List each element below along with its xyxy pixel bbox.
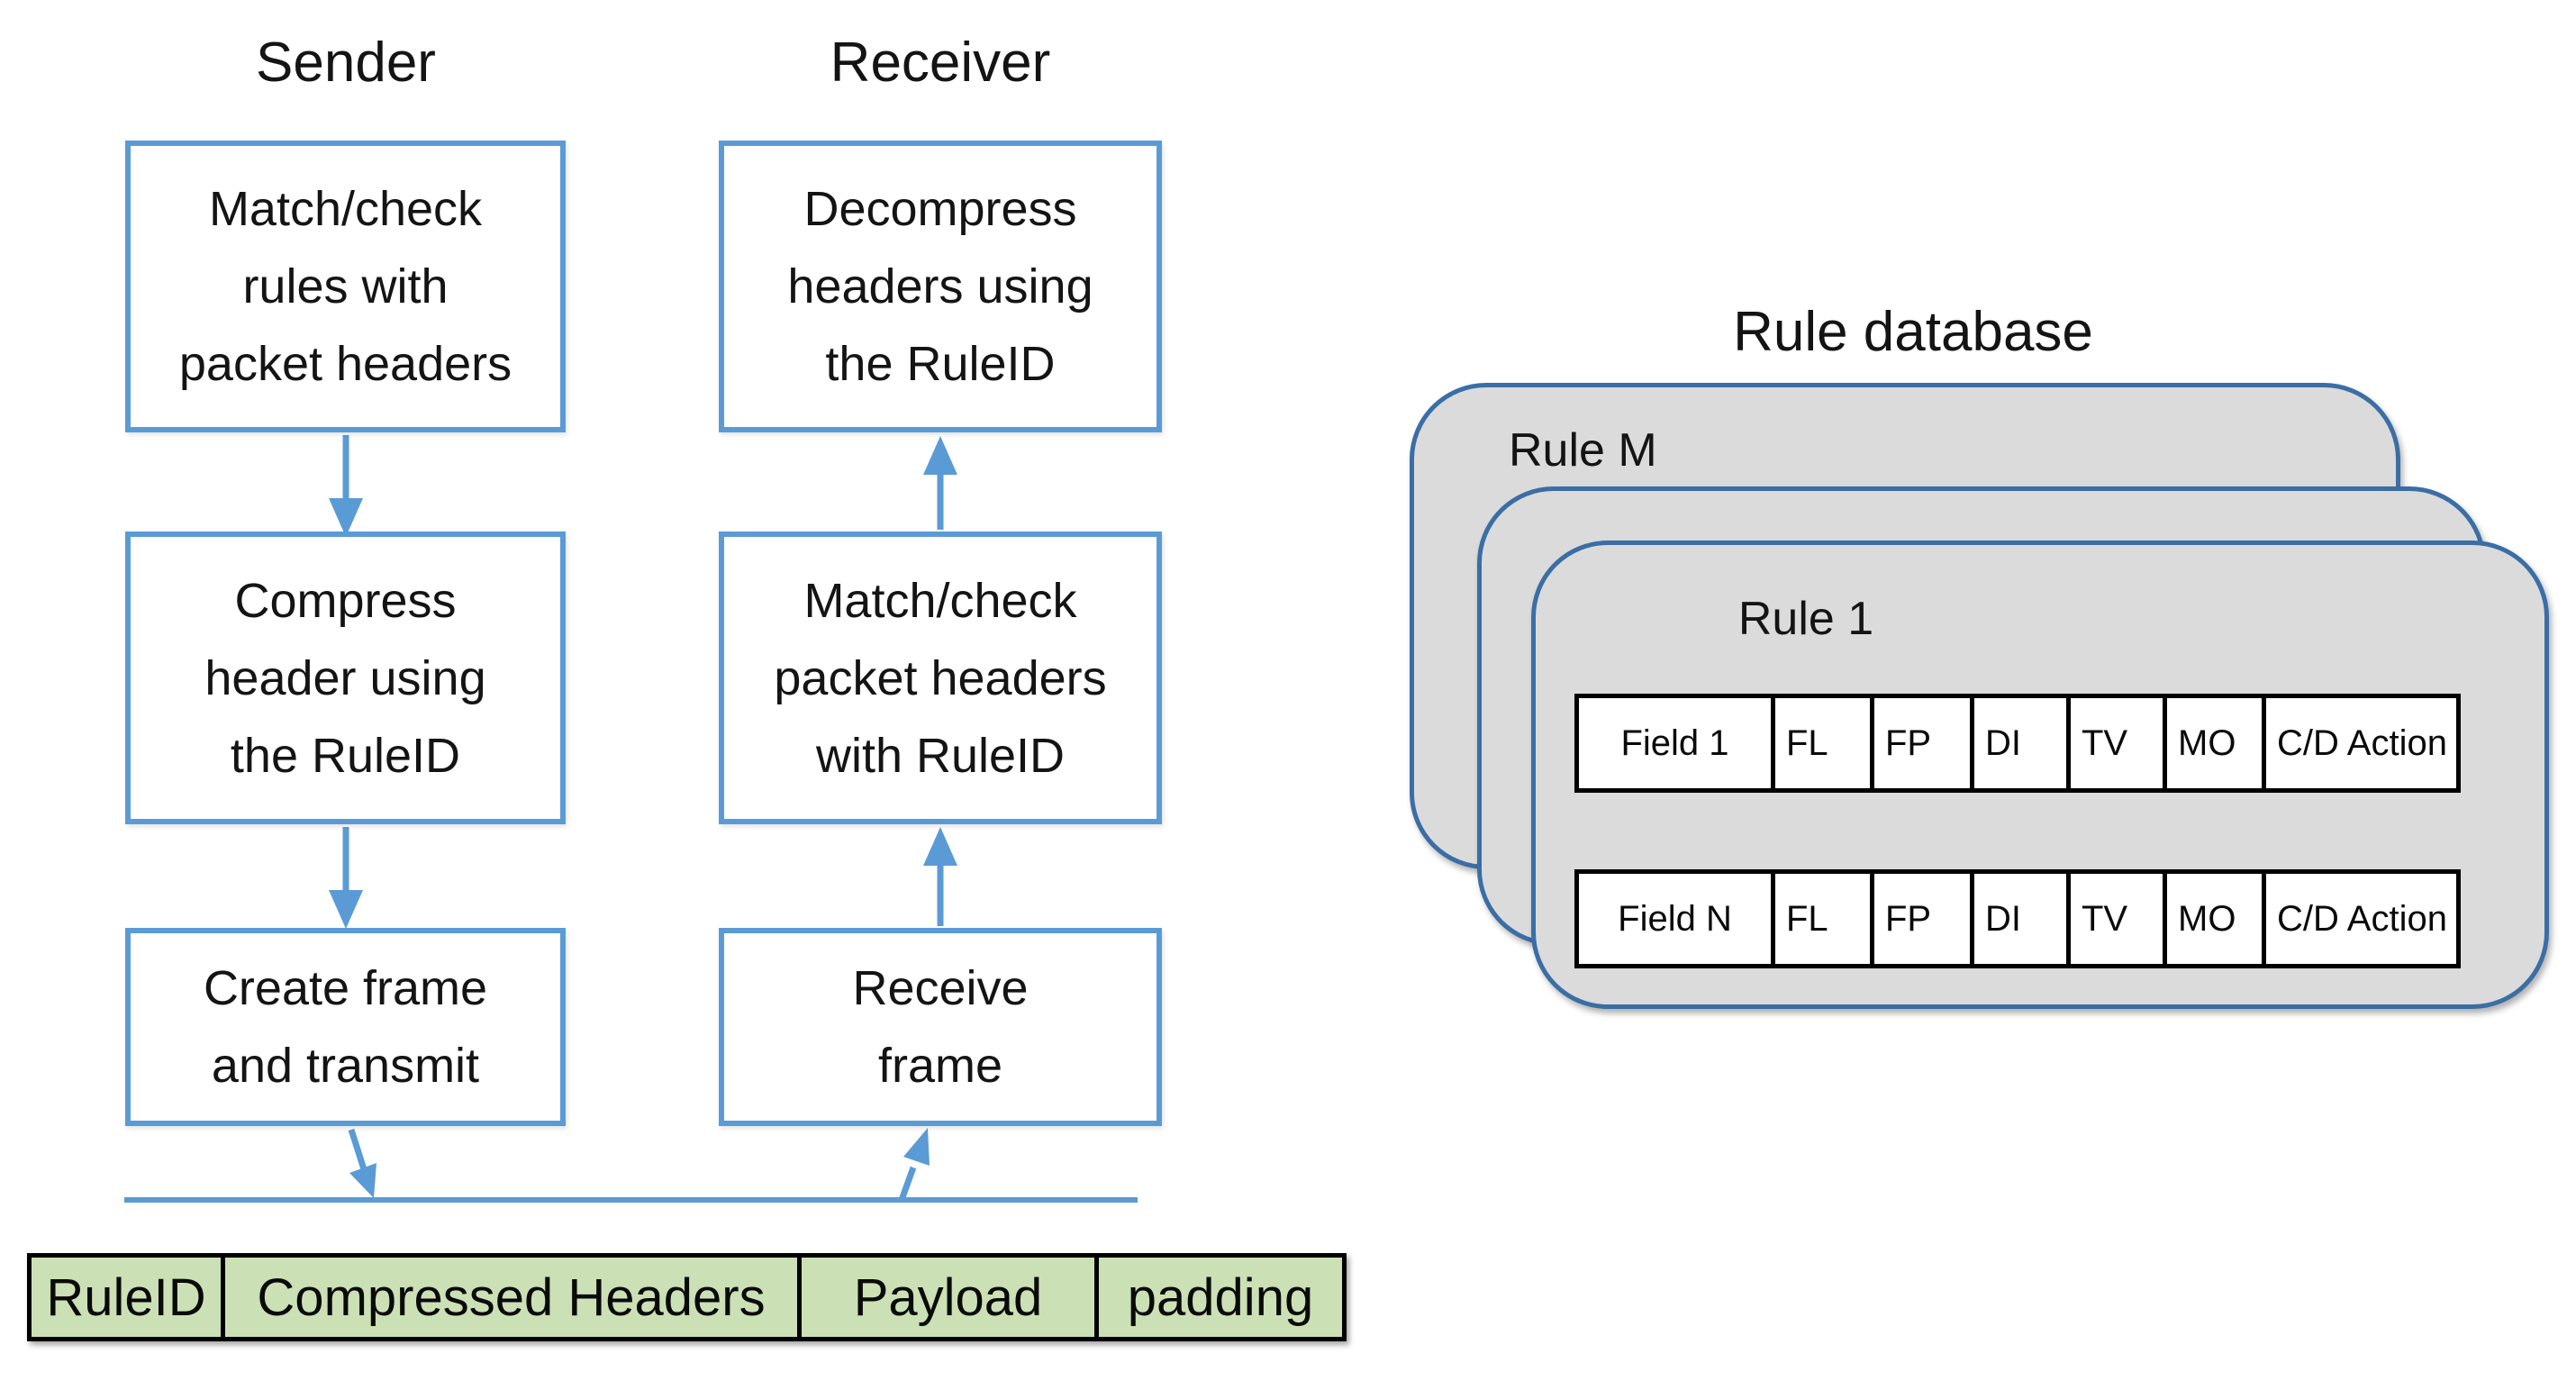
- sender-step-compress-header: Compress header using the RuleID: [125, 532, 566, 824]
- field-cell: FL: [1775, 874, 1874, 964]
- arrow-down-icon: [329, 435, 363, 537]
- arrow-down-icon: [329, 827, 363, 929]
- receiver-step-decompress-headers: Decompress headers using the RuleID: [719, 141, 1162, 432]
- frame-cell-payload: Payload: [802, 1258, 1099, 1337]
- receiver-step-receive-frame: Receive frame: [719, 928, 1162, 1126]
- frame-cell-compressed-headers: Compressed Headers: [225, 1258, 802, 1337]
- rule-card-front: Rule 1 Field 1 FL FP DI TV MO C/D Action…: [1531, 541, 2549, 1009]
- sender-column-title: Sender: [256, 31, 436, 94]
- field-cell: MO: [2167, 698, 2266, 788]
- arrow-down-right-icon: [348, 1128, 376, 1198]
- sender-step-create-frame: Create frame and transmit: [125, 928, 566, 1126]
- frame-structure-table: RuleID Compressed Headers Payload paddin…: [27, 1253, 1347, 1341]
- arrow-up-right-icon: [898, 1128, 930, 1202]
- rule-field-row-1: Field 1 FL FP DI TV MO C/D Action: [1574, 694, 2461, 793]
- rule-m-label: Rule M: [1509, 424, 1657, 477]
- sender-step-match-rules: Match/check rules with packet headers: [125, 141, 566, 432]
- field-cell: FP: [1874, 874, 1974, 964]
- arrow-up-icon: [923, 436, 957, 530]
- field-cell: Field N: [1579, 874, 1775, 964]
- field-cell: DI: [1974, 698, 2071, 788]
- rule-database-title: Rule database: [1733, 300, 2093, 363]
- arrow-up-icon: [923, 827, 957, 926]
- rule-field-row-2: Field N FL FP DI TV MO C/D Action: [1574, 869, 2461, 968]
- receiver-step-match-headers: Match/check packet headers with RuleID: [719, 532, 1162, 824]
- field-cell: DI: [1974, 874, 2071, 964]
- field-cell: TV: [2071, 874, 2167, 964]
- field-cell: C/D Action: [2277, 898, 2447, 939]
- field-cell: MO: [2167, 874, 2266, 964]
- field-cell: FL: [1775, 698, 1874, 788]
- frame-cell-padding: padding: [1127, 1267, 1314, 1327]
- rule-1-label: Rule 1: [1737, 593, 1874, 645]
- field-cell: C/D Action: [2277, 722, 2447, 763]
- receiver-column-title: Receiver: [830, 31, 1051, 94]
- frame-cell-ruleid: RuleID: [32, 1258, 225, 1337]
- field-cell: Field 1: [1579, 698, 1775, 788]
- field-cell: FP: [1874, 698, 1974, 788]
- field-cell: TV: [2071, 698, 2167, 788]
